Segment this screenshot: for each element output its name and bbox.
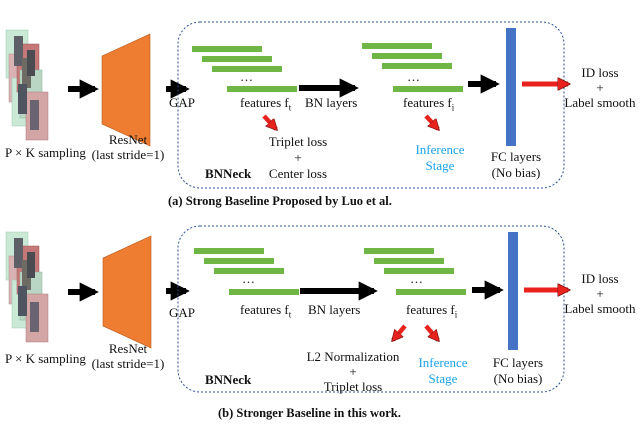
plus-label: + [294, 150, 302, 165]
features-ft-bars [192, 46, 297, 92]
label-smooth-label-b: Label smooth [564, 301, 636, 316]
inference-label-b: Inference [418, 355, 468, 370]
panel-b [5, 225, 568, 393]
fc-layers-label: FC layers [490, 149, 542, 164]
plus-label-b: + [349, 364, 357, 379]
fc-layer-bar-b [508, 232, 518, 350]
id-loss-label: ID loss [581, 65, 619, 80]
ellipsis-ft: … [240, 69, 253, 84]
bnneck-label: BNNeck [205, 166, 252, 181]
inference-stage-label: Stage [425, 158, 455, 173]
arrow-to-l2-norm-b [393, 324, 407, 340]
ellipsis-ft-b: … [242, 271, 255, 286]
fc-nobias-label-b: (No bias) [493, 371, 543, 386]
panel-a-border [177, 21, 565, 189]
gap-label: GAP [169, 95, 196, 110]
center-loss-label: Center loss [268, 166, 328, 181]
bnneck-label-b: BNNeck [205, 372, 252, 387]
features-fi-bars [362, 43, 463, 92]
features-ft-bars-b [194, 248, 299, 295]
resnet-label-b: ResNet [108, 341, 148, 356]
fc-nobias-label: (No bias) [491, 165, 541, 180]
panel-a [5, 21, 568, 189]
features-fi-bars-b [364, 248, 466, 295]
sampling-label: P × K sampling [5, 145, 86, 160]
bn-layers-label: BN layers [305, 95, 358, 110]
triplet-loss-label: Triplet loss [268, 134, 328, 149]
fc-layer-bar [506, 28, 516, 146]
resnet-block [101, 33, 151, 147]
sampling-label-b: P × K sampling [5, 351, 86, 366]
ellipsis-fi: … [407, 69, 420, 84]
features-ft-subscript: t [288, 102, 292, 113]
panel-b-border [177, 225, 565, 393]
plus-label-2-b: + [596, 286, 604, 301]
fc-layers-label-b: FC layers [492, 355, 544, 370]
l2-normalization-label: L2 Normalization [306, 349, 400, 364]
caption-b: (b) Stronger Baseline in this work. [218, 406, 401, 420]
features-fi-label-b: features fi [406, 302, 458, 320]
plus-label-2: + [596, 80, 604, 95]
resnet-stride-label-b: (last stride=1) [91, 356, 165, 371]
inference-label: Inference [415, 142, 465, 157]
features-fi-subscript-b: i [454, 309, 458, 320]
label-smooth-label: Label smooth [564, 95, 636, 110]
resnet-label: ResNet [108, 132, 148, 147]
id-loss-label-b: ID loss [581, 271, 619, 286]
features-ft-label: features ft [240, 95, 292, 113]
arrow-to-inference-b [424, 324, 438, 340]
caption-a: (a) Strong Baseline Proposed by Luo et a… [168, 194, 392, 208]
features-ft-label-b: features ft [240, 302, 292, 320]
features-ft-subscript-b: t [288, 309, 292, 320]
triplet-loss-label-b: Triplet loss [323, 379, 383, 394]
arrow-to-triplet-loss [262, 114, 276, 129]
bn-layers-label-b: BN layers [308, 302, 361, 317]
ellipsis-fi-b: … [410, 271, 423, 286]
arrow-to-inference [424, 114, 438, 129]
resnet-stride-label: (last stride=1) [91, 147, 165, 162]
features-fi-subscript: i [451, 102, 455, 113]
gap-label-b: GAP [169, 305, 196, 320]
inference-stage-label-b: Stage [428, 371, 458, 386]
sampled-images-stack [5, 29, 49, 141]
features-fi-label: features fi [403, 95, 455, 113]
resnet-block-b [102, 235, 152, 349]
sampled-images-stack-b [5, 231, 49, 343]
